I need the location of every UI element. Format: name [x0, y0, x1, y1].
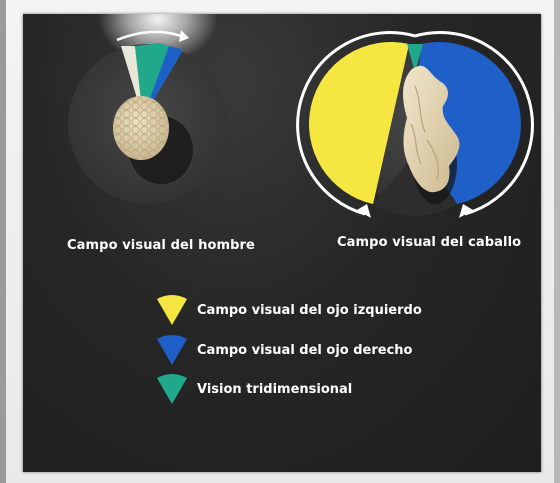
human-caption: Campo visual del hombre — [67, 238, 255, 253]
human-vision-diagram — [68, 30, 228, 204]
frame-edge-left — [0, 0, 6, 483]
legend-item-right-eye: Campo visual del ojo derecho — [155, 332, 413, 368]
legend-swatch-yellow — [155, 293, 189, 327]
legend-item-3d-vision: Vision tridimensional — [155, 371, 352, 407]
human-arrow-head — [179, 30, 189, 42]
legend-item-left-eye: Campo visual del ojo izquierdo — [155, 292, 422, 328]
legend-label-left-eye: Campo visual del ojo izquierdo — [197, 303, 422, 318]
horse-caption: Campo visual del caballo — [337, 235, 521, 250]
human-rotation-arrow — [117, 32, 181, 40]
legend-swatch-teal — [155, 372, 189, 406]
horse-arc-left-head — [357, 204, 371, 218]
frame-edge-right — [554, 0, 560, 483]
legend-label-3d-vision: Vision tridimensional — [197, 382, 352, 397]
legend-swatch-blue — [155, 333, 189, 367]
human-head-texture — [113, 96, 169, 160]
legend-label-right-eye: Campo visual del ojo derecho — [197, 343, 413, 358]
exhibit-board: Campo visual del hombre Campo visual del… — [23, 14, 541, 472]
horse-vision-diagram — [298, 33, 533, 218]
horse-arc-right-head — [459, 204, 473, 218]
